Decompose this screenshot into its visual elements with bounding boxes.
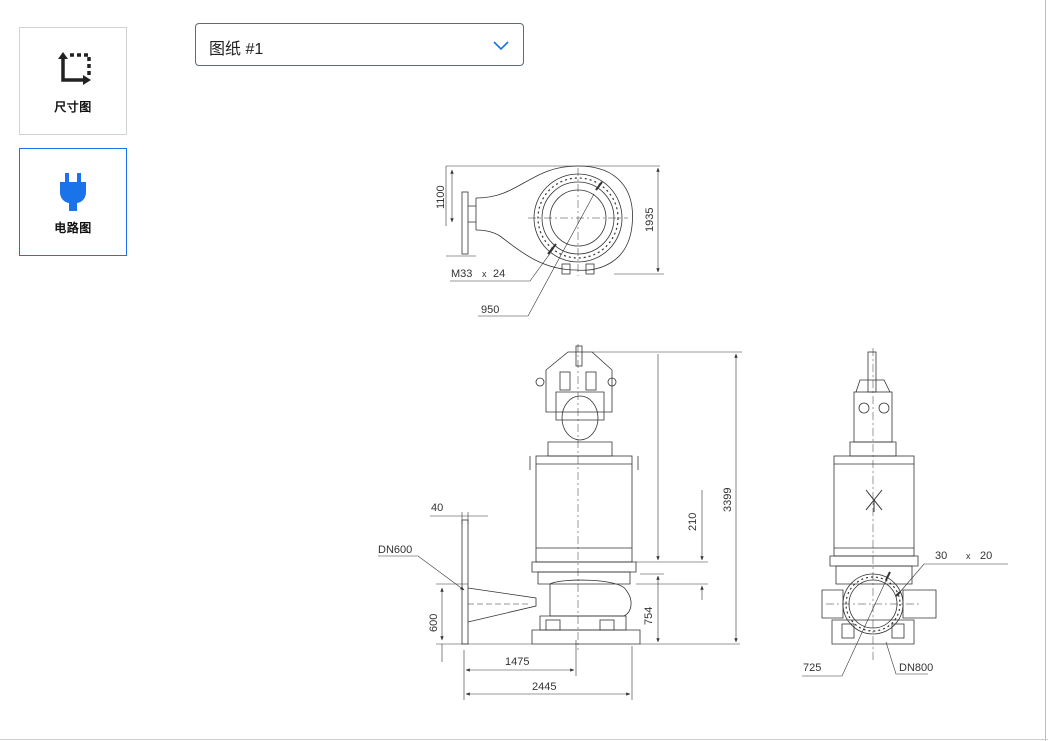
electrical-diagram-button[interactable]: 电路图 xyxy=(19,148,127,256)
holes-times: x xyxy=(966,551,971,561)
dim-754: 754 xyxy=(643,607,655,625)
dim-1935: 1935 xyxy=(644,208,656,232)
dim-725: 725 xyxy=(803,662,821,674)
dimension-drawing-label: 尺寸图 xyxy=(54,100,92,114)
window-bottom-border xyxy=(0,739,1048,740)
chevron-down-icon xyxy=(493,41,509,51)
bolts-count: 24 xyxy=(493,268,505,280)
dim-210: 210 xyxy=(687,513,699,531)
crop-dimension-icon xyxy=(51,49,95,93)
dim-3399: 3399 xyxy=(722,488,734,512)
plug-icon xyxy=(51,170,95,214)
dimension-drawing-button[interactable]: 尺寸图 xyxy=(19,27,127,135)
label-dn800: DN800 xyxy=(899,662,933,674)
drawing-select-value: 图纸 #1 xyxy=(209,41,264,58)
front-view xyxy=(802,348,1008,677)
dim-950: 950 xyxy=(481,304,499,316)
bolts-times: x xyxy=(482,269,487,279)
window-right-border xyxy=(1045,0,1046,741)
electrical-diagram-label: 电路图 xyxy=(54,221,92,235)
drawing-select[interactable]: 图纸 #1 xyxy=(195,23,524,66)
dim-2445: 2445 xyxy=(532,681,556,693)
dim-600: 600 xyxy=(428,614,440,632)
top-view xyxy=(445,165,664,317)
dim-1100: 1100 xyxy=(435,185,447,209)
side-view xyxy=(378,344,742,700)
dim-40: 40 xyxy=(431,502,443,514)
holes-count: 20 xyxy=(980,550,992,562)
label-dn600: DN600 xyxy=(378,544,412,556)
dim-1475: 1475 xyxy=(505,656,529,668)
holes-size: 30 xyxy=(935,550,947,562)
bolts-size: M33 xyxy=(451,268,472,280)
